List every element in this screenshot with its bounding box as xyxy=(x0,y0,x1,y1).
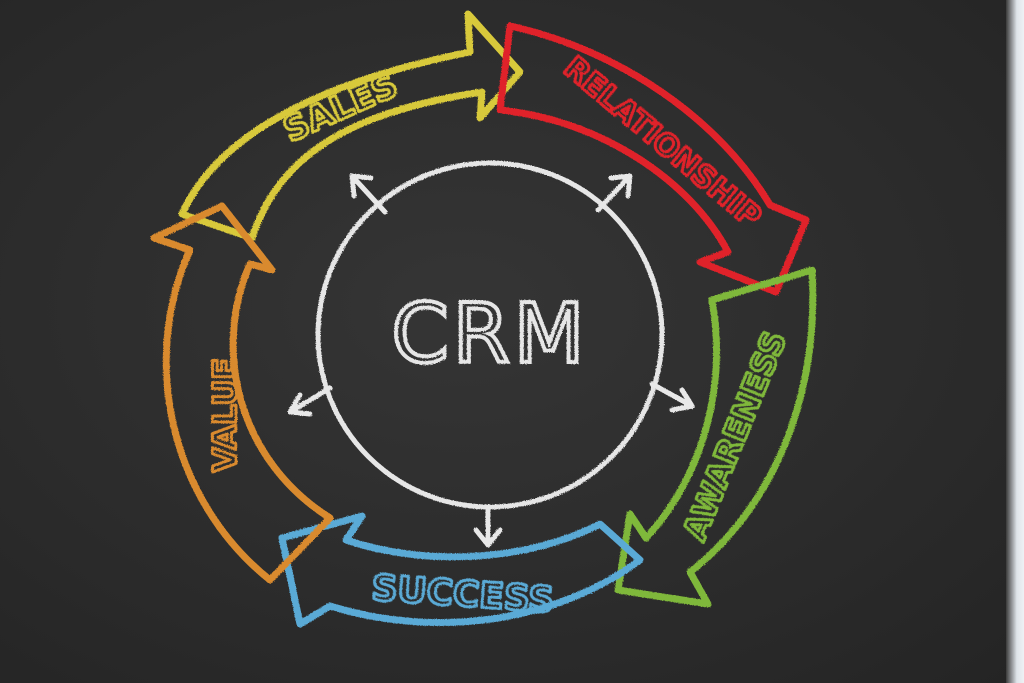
relationship-arrow xyxy=(496,22,810,296)
stage-label-awareness: AWARENESS xyxy=(676,326,794,546)
spoke-arrow-top-left xyxy=(349,173,388,215)
center-label: CRM xyxy=(392,287,589,382)
stage-label-value: VALUE xyxy=(206,358,244,472)
stage-label-sales: SALES xyxy=(277,65,403,150)
stage-label-success: SUCCESS xyxy=(370,568,555,622)
awareness-arrow xyxy=(614,266,817,608)
spoke-arrow-left xyxy=(287,385,333,417)
success-arrow xyxy=(278,512,644,628)
spoke-arrow-bottom xyxy=(473,505,503,548)
board-edge xyxy=(1006,0,1024,683)
sales-arrow xyxy=(178,10,524,242)
stage-label-relationship: RELATIONSHIP xyxy=(557,50,768,235)
value-arrow xyxy=(150,202,334,584)
spoke-arrow-right xyxy=(649,381,695,413)
spoke-arrow-top-right xyxy=(595,173,633,213)
